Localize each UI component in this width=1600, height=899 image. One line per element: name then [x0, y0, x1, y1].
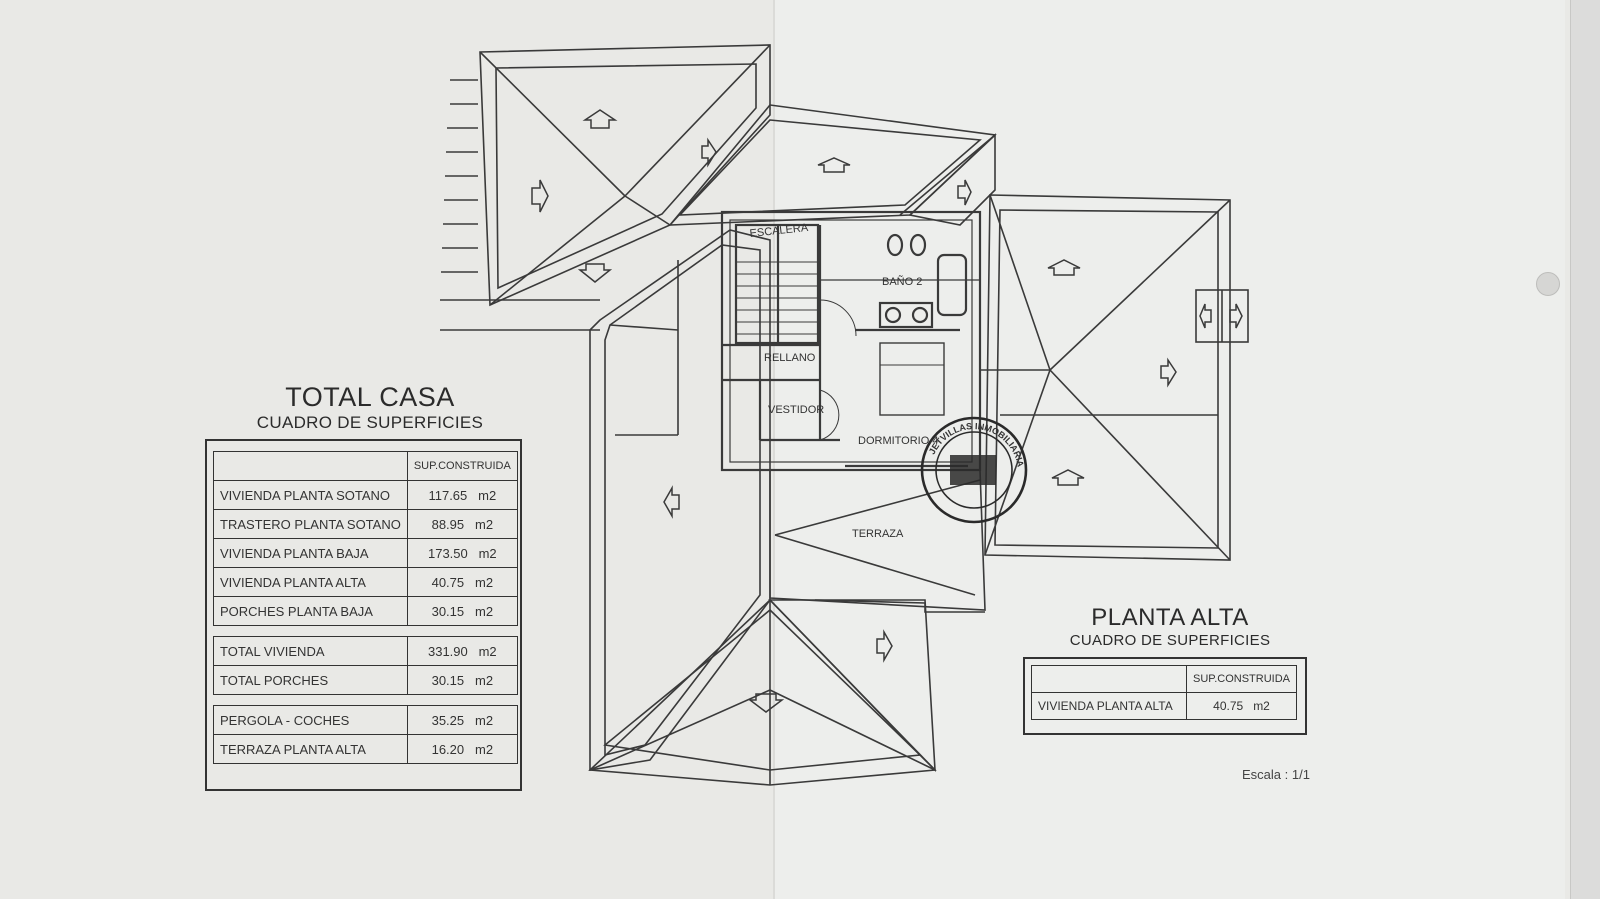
- roof-arrows: [531, 109, 1243, 713]
- scale-label: Escala : 1/1: [1242, 767, 1310, 782]
- row-value: 40.75 m2: [406, 567, 518, 597]
- page-fold: [773, 0, 775, 899]
- row-value: 173.50 m2: [406, 538, 518, 568]
- row-label: PORCHES PLANTA BAJA: [213, 596, 408, 626]
- punch-hole: [1536, 272, 1560, 296]
- row-label: TERRAZA PLANTA ALTA: [213, 734, 408, 764]
- right-page: [775, 0, 1565, 899]
- row-label: VIVIENDA PLANTA BAJA: [213, 538, 408, 568]
- room-label-terraza: TERRAZA: [852, 528, 904, 540]
- row-label: VIVIENDA PLANTA ALTA: [1030, 692, 1188, 720]
- row-value: 30.15 m2: [406, 665, 518, 695]
- row-label: VIVIENDA PLANTA SOTANO: [213, 480, 408, 510]
- row-value: 88.95 m2: [406, 509, 518, 539]
- row-value: 331.90 m2: [406, 636, 518, 666]
- page-edge: [1570, 0, 1600, 899]
- roof-top-left: [479, 44, 771, 307]
- table-row: TOTAL VIVIENDA 331.90 m2: [213, 636, 518, 666]
- table-row: TOTAL PORCHES 30.15 m2: [213, 665, 518, 695]
- total-casa-table: SUP.CONSTRUIDA VIVIENDA PLANTA SOTANO 11…: [213, 451, 518, 764]
- row-label: TOTAL VIVIENDA: [213, 636, 408, 666]
- total-casa-subtitle: CUADRO DE SUPERFICIES: [256, 413, 484, 432]
- row-label: TRASTERO PLANTA SOTANO: [213, 509, 408, 539]
- row-label: VIVIENDA PLANTA ALTA: [213, 567, 408, 597]
- table-row: VIVIENDA PLANTA BAJA 173.50 m2: [213, 538, 518, 568]
- room-label-dormitorio: DORMITORIO 4: [858, 435, 938, 447]
- table-row: PORCHES PLANTA BAJA 30.15 m2: [213, 596, 518, 626]
- roof-connector: [899, 133, 996, 226]
- room-label-rellano: RELLANO: [764, 352, 816, 364]
- planta-alta-heading: PLANTA ALTA CUADRO DE SUPERFICIES: [1040, 604, 1300, 649]
- total-casa-frame: [205, 439, 522, 791]
- roof-left-long: [589, 229, 771, 771]
- terrace-steps: [440, 79, 600, 331]
- row-value: 16.20 m2: [406, 734, 518, 764]
- row-label: TOTAL PORCHES: [213, 665, 408, 695]
- terrace: [769, 469, 986, 613]
- table-row: VIVIENDA PLANTA SOTANO 117.65 m2: [213, 480, 518, 510]
- table-row: VIVIENDA PLANTA ALTA 40.75 m2: [213, 567, 518, 597]
- table-header-empty: [213, 451, 408, 481]
- room-label-bano: BAÑO 2: [882, 275, 922, 288]
- table-spacer: [213, 625, 518, 637]
- room-label-vestidor: VESTIDOR: [768, 404, 824, 416]
- table-row: PERGOLA - COCHES 35.25 m2: [213, 705, 518, 735]
- planta-alta-title: PLANTA ALTA: [1091, 604, 1249, 631]
- roof-right: [980, 194, 1249, 561]
- planta-alta-table: SUP.CONSTRUIDA VIVIENDA PLANTA ALTA 40.7…: [1030, 665, 1297, 720]
- column-header: SUP.CONSTRUIDA: [406, 451, 518, 481]
- roof-bottom: [588, 598, 937, 786]
- column-header: SUP.CONSTRUIDA: [1186, 665, 1297, 693]
- roof-top-center: [668, 104, 997, 226]
- table-row: TRASTERO PLANTA SOTANO 88.95 m2: [213, 509, 518, 539]
- table-header-row: SUP.CONSTRUIDA: [213, 451, 518, 481]
- row-value: 35.25 m2: [406, 705, 518, 735]
- table-row: TERRAZA PLANTA ALTA 16.20 m2: [213, 734, 518, 764]
- total-casa-title: TOTAL CASA: [285, 382, 455, 412]
- planta-alta-frame: [1023, 657, 1307, 735]
- table-row: VIVIENDA PLANTA ALTA 40.75 m2: [1030, 692, 1297, 720]
- row-value: 117.65 m2: [406, 480, 518, 510]
- table-header-empty: [1030, 665, 1188, 693]
- room-labels: ESCALERA BAÑO 2 RELLANO VESTIDOR DORMITO…: [749, 222, 938, 540]
- row-value: 40.75 m2: [1186, 692, 1297, 720]
- planta-alta-subtitle: CUADRO DE SUPERFICIES: [1069, 632, 1271, 649]
- row-label: PERGOLA - COCHES: [213, 705, 408, 735]
- interior-rooms: [720, 210, 982, 472]
- total-casa-heading: TOTAL CASA CUADRO DE SUPERFICIES: [230, 382, 510, 433]
- row-value: 30.15 m2: [406, 596, 518, 626]
- table-header-row: SUP.CONSTRUIDA: [1030, 665, 1297, 693]
- table-spacer: [213, 694, 518, 706]
